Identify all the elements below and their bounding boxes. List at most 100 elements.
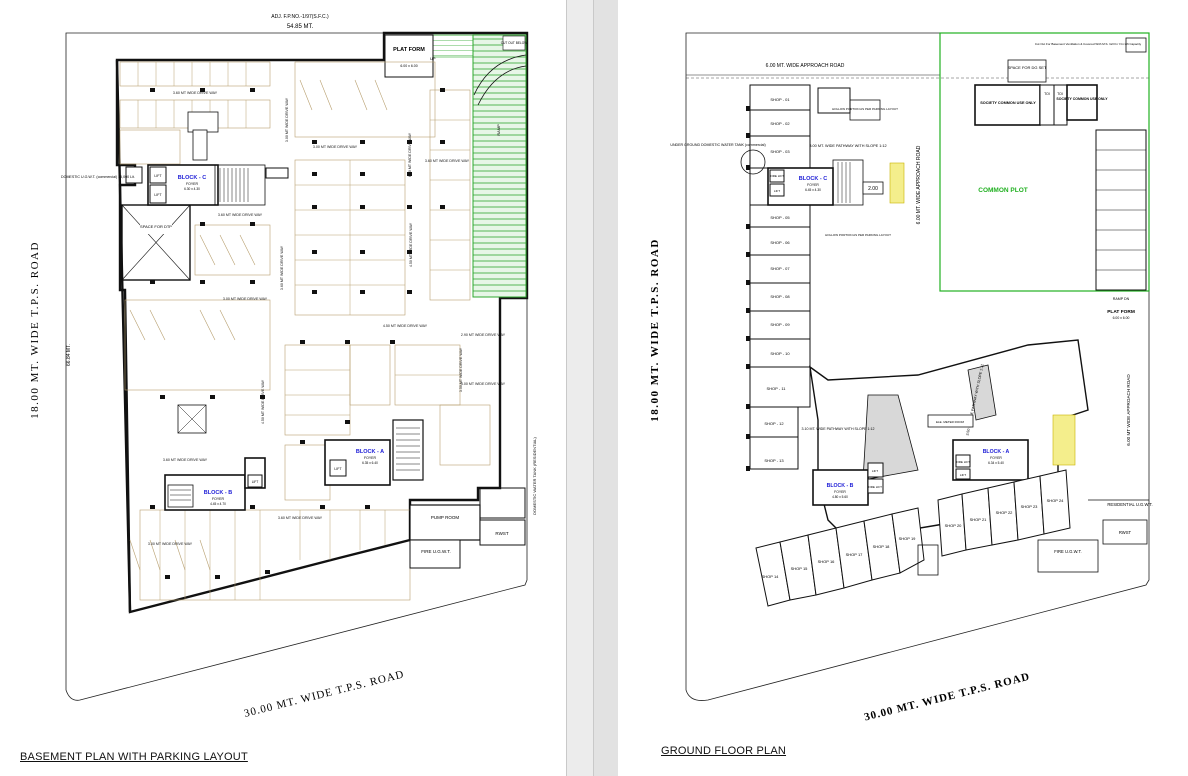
sheet-gap: [594, 0, 618, 776]
sheet-divider: [566, 0, 594, 776]
parking-dividers: [137, 62, 470, 600]
svg-text:SHOP - 12: SHOP - 12: [764, 421, 784, 426]
svg-text:TOI: TOI: [1057, 92, 1063, 96]
cut-out-note: Cut Out For Basement Ventilation & Cover…: [1035, 42, 1142, 46]
svg-text:3.60 MT WIDE DRIVE WAY: 3.60 MT WIDE DRIVE WAY: [278, 516, 323, 520]
basement-plan-sheet: RAMP PLAT FORM 6.00 x 6.00 UP CUT OUT BE…: [0, 0, 566, 776]
svg-text:4.45 x 4.70: 4.45 x 4.70: [210, 502, 226, 506]
svg-text:FOYER: FOYER: [990, 456, 1002, 460]
svg-text:SHOP - 09: SHOP - 09: [770, 322, 790, 327]
pathway-c-label: 3.00 MT. WIDE PATHWAY WITH SLOPE 1:12: [809, 144, 886, 148]
svg-text:3.00 MT WIDE DRIVE WAY: 3.00 MT WIDE DRIVE WAY: [223, 297, 268, 301]
svg-text:SHOP 17: SHOP 17: [846, 552, 864, 557]
svg-text:3.50 MT WIDE DRIVE WAY: 3.50 MT WIDE DRIVE WAY: [459, 347, 463, 392]
svg-text:3.00 MT WIDE DRIVE WAY: 3.00 MT WIDE DRIVE WAY: [285, 97, 289, 142]
svg-text:SHOP 19: SHOP 19: [899, 536, 917, 541]
pathway-a-area: [967, 364, 997, 421]
svg-text:6.00 x 6.00: 6.00 x 6.00: [1113, 316, 1130, 320]
rwst-label: RWST: [495, 531, 508, 536]
svg-text:SHOP 15: SHOP 15: [791, 566, 809, 571]
fire-ugwt-label: FIRE U.G.W.T.: [421, 549, 451, 554]
pathway-b-area: [862, 394, 919, 481]
bottom-road-gf-label: 30.00 MT. WIDE T.P.S. ROAD: [863, 671, 1031, 724]
ramp-area: [472, 34, 527, 298]
left-road-gf-label: 18.00 MT. WIDE T.P.S. ROAD: [649, 238, 661, 422]
svg-text:3.00 MT WIDE DRIVE WAY: 3.00 MT WIDE DRIVE WAY: [313, 145, 358, 149]
dg-set: [1007, 59, 1047, 83]
svg-text:4.50 MT WIDE DRIVE WAY: 4.50 MT WIDE DRIVE WAY: [261, 379, 265, 424]
top-ref-label: ADJ. F.P.NO.-1/97(S.F.C.): [271, 14, 329, 20]
svg-text:HOLLOW PORTION AS PER PARKING: HOLLOW PORTION AS PER PARKING LAYOUT: [825, 233, 891, 237]
block-a-label: BLOCK - A: [356, 449, 384, 455]
svg-text:FOYER: FOYER: [807, 183, 819, 187]
ground-floor-sheet: COMMON PLOT SPACE FOR DG SET SOCIETY COM…: [618, 0, 1184, 776]
svg-text:SHOP - 06: SHOP - 06: [770, 240, 790, 245]
svg-text:6.45 x 4.30: 6.45 x 4.30: [805, 188, 821, 192]
block-c-gf-label: BLOCK - C: [799, 176, 827, 182]
site-boundary-gf: [685, 32, 1150, 701]
ramp-label: RAMP: [496, 124, 501, 136]
svg-text:SHOP 23: SHOP 23: [1021, 504, 1039, 509]
svg-text:3.00 MT WIDE DRIVE WAY: 3.00 MT WIDE DRIVE WAY: [148, 542, 193, 546]
top-dim-label: 54.85 MT.: [287, 24, 314, 30]
svg-text:FIRE LIFT: FIRE LIFT: [956, 460, 970, 464]
svg-text:LIFT: LIFT: [154, 174, 162, 178]
domestic-water-label: DOMESTIC WATER TANK (RESIDENTIAL): [532, 437, 537, 515]
svg-text:SHOP - 13: SHOP - 13: [764, 458, 784, 463]
svg-text:3.60 MT WIDE DRIVE WAY: 3.60 MT WIDE DRIVE WAY: [163, 458, 208, 462]
svg-text:SHOP 20: SHOP 20: [945, 523, 963, 528]
rwst-gf-label: RWST: [1119, 530, 1132, 535]
svg-text:3.60 MT WIDE DRIVE WAY: 3.60 MT WIDE DRIVE WAY: [280, 245, 284, 290]
svg-text:LIFT: LIFT: [774, 189, 780, 193]
ramp-dn-label: RAMP DN: [1113, 297, 1130, 301]
svg-text:3.60 MT WIDE DRIVE WAY: 3.60 MT WIDE DRIVE WAY: [425, 159, 470, 163]
svg-text:6.34 x 5.40: 6.34 x 5.40: [988, 461, 1004, 465]
society-common: [974, 84, 1041, 126]
left-road-label: 18.00 MT. WIDE T.P.S. ROAD: [29, 241, 41, 419]
fire-ugwt-gf-label: FIRE U.G.W.T.: [1054, 549, 1081, 554]
svg-text:SHOP 16: SHOP 16: [818, 559, 836, 564]
svg-text:4.50 MT WIDE DRIVE WAY: 4.50 MT WIDE DRIVE WAY: [383, 324, 428, 328]
svg-text:SHOP - 05: SHOP - 05: [770, 215, 790, 220]
svg-text:HOLLOW PORTION AS PER PARKING: HOLLOW PORTION AS PER PARKING LAYOUT: [832, 107, 898, 111]
top-road-label: 6.00 MT. WIDE APPROACH ROAD: [766, 63, 845, 69]
platform-title-gf: PLAT FORM: [1107, 309, 1135, 315]
svg-text:SHOP 22: SHOP 22: [996, 510, 1014, 515]
yellow-ramp-c: [889, 162, 905, 204]
pathway-b-label: 3.10 MT. WIDE PATHWAY WITH SLOPE 1:12: [801, 427, 874, 431]
svg-text:LIFT: LIFT: [960, 473, 966, 477]
ground-floor-caption: GROUND FLOOR PLAN: [661, 745, 787, 757]
left-shops: [749, 84, 811, 470]
svg-text:FOYER: FOYER: [212, 497, 225, 501]
block-b-label: BLOCK - B: [204, 490, 232, 496]
ug-domestic-label: UNDER GROUND DOMESTIC WATER TANK (commer…: [670, 143, 765, 147]
block-c-label: BLOCK - C: [178, 175, 206, 181]
svg-text:SHOP - 11: SHOP - 11: [767, 386, 787, 391]
svg-text:FOYER: FOYER: [834, 490, 846, 494]
platform-dim: 6.00 x 6.00: [400, 64, 417, 68]
basement-plan-drawing: RAMP PLAT FORM 6.00 x 6.00 UP CUT OUT BE…: [29, 14, 537, 720]
cut-out-label: CUT OUT BELOW: [501, 41, 527, 45]
svg-text:SHOP - 02: SHOP - 02: [770, 121, 790, 126]
svg-text:FIRE LIFT: FIRE LIFT: [770, 174, 784, 178]
yellow-ramp-a: [1052, 414, 1076, 466]
common-plot: [939, 32, 1150, 292]
pump-room: [409, 504, 481, 541]
svg-text:3.00 MT WIDE DRIVE WAY: 3.00 MT WIDE DRIVE WAY: [461, 382, 506, 386]
svg-text:LIFT: LIFT: [872, 469, 878, 473]
svg-text:2.90 MT WIDE DRIVE WAY: 2.90 MT WIDE DRIVE WAY: [461, 333, 506, 337]
block-a-gf-label: BLOCK - A: [983, 449, 1010, 455]
svg-text:3.60 MT WIDE DRIVE WAY: 3.60 MT WIDE DRIVE WAY: [218, 213, 263, 217]
pump-room-label: PUMP ROOM: [431, 515, 459, 520]
svg-text:SHOP 21: SHOP 21: [970, 517, 988, 522]
site-boundary: [65, 32, 528, 701]
svg-text:4.50 MT WIDE DRIVE WAY: 4.50 MT WIDE DRIVE WAY: [409, 222, 413, 267]
left-dim-label: 66.84 MT.: [66, 344, 72, 366]
svg-text:LIFT: LIFT: [334, 467, 342, 471]
svg-text:3.60 MT WIDE DRIVE WAY: 3.60 MT WIDE DRIVE WAY: [173, 91, 218, 95]
svg-text:SHOP - 01: SHOP - 01: [770, 97, 790, 102]
svg-text:LIFT: LIFT: [252, 480, 259, 484]
svg-text:ELE. METER ROOM: ELE. METER ROOM: [936, 420, 965, 424]
platform-title: PLAT FORM: [393, 47, 425, 53]
svg-text:TOI: TOI: [1044, 92, 1050, 96]
